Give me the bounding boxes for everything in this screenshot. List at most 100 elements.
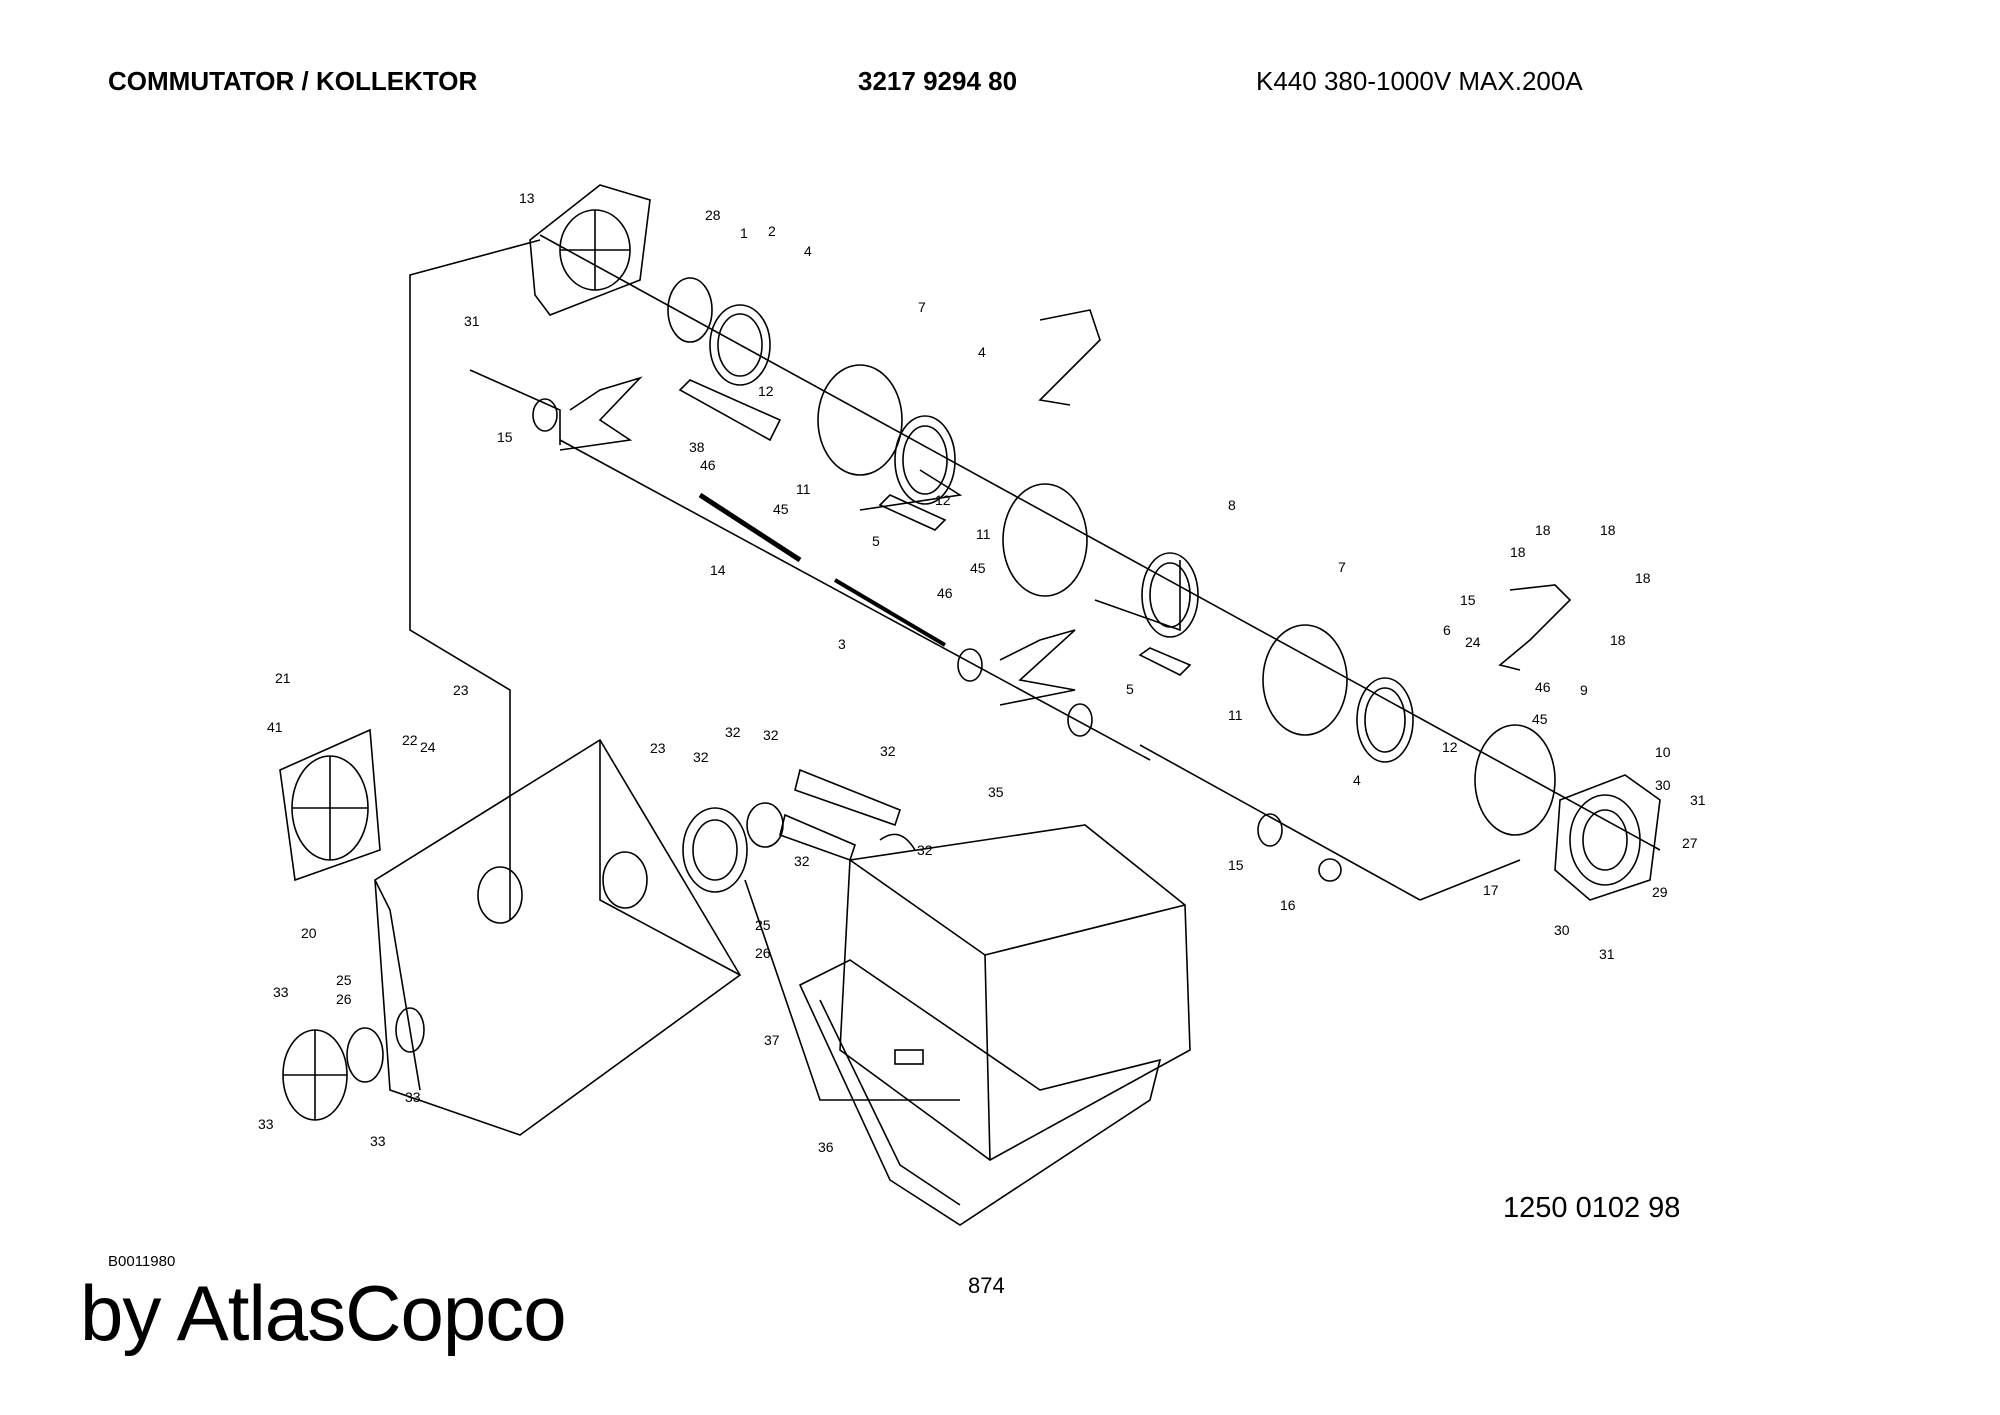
part-callout-11: 11: [976, 526, 991, 542]
bracket-38: [678, 379, 782, 442]
part-callout-4: 4: [1353, 772, 1361, 788]
part-callout-28: 28: [705, 207, 721, 223]
part-callout-30: 30: [1554, 922, 1570, 938]
disc-7a: [817, 364, 903, 476]
drawing-code: B0011980: [108, 1253, 176, 1270]
part-callout-5: 5: [872, 533, 880, 549]
ring-4b: [1356, 677, 1414, 763]
hub-15c: [1067, 703, 1093, 737]
part-callout-33: 33: [258, 1116, 274, 1132]
bridge-link-line: [1094, 560, 1181, 632]
part-callout-38: 38: [689, 439, 705, 455]
part-callout-25: 25: [755, 917, 771, 933]
part-callout-30: 30: [1655, 777, 1671, 793]
gasket-33: [346, 1027, 384, 1083]
part-callout-46: 46: [1535, 679, 1551, 695]
hub-15a: [532, 398, 558, 432]
clip-32: [879, 833, 916, 851]
hub-15b: [957, 648, 983, 682]
part-callout-15: 15: [1228, 857, 1244, 873]
part-callout-17: 17: [1483, 882, 1499, 898]
part-callout-45: 45: [1532, 711, 1548, 727]
part-callout-45: 45: [773, 501, 789, 517]
brand-logo-text: by AtlasCopco: [80, 1269, 567, 1357]
part-callout-26: 26: [336, 991, 352, 1007]
part-callout-3: 3: [838, 636, 846, 652]
tray-36: [798, 959, 1162, 1226]
ring-4: [894, 415, 956, 505]
brush-holder-right: [1498, 584, 1572, 671]
housing-box: [374, 738, 742, 1136]
part-callout-32: 32: [917, 842, 933, 858]
brush-holder-left: [559, 376, 643, 451]
part-callout-11: 11: [1228, 707, 1243, 723]
cone-32a: [794, 768, 901, 827]
part-callout-8: 8: [1228, 497, 1236, 513]
part-callout-12: 12: [935, 492, 951, 508]
part-callout-9: 9: [1580, 682, 1588, 698]
part-callout-18: 18: [1610, 632, 1626, 648]
part-callout-18: 18: [1510, 544, 1526, 560]
part-callout-6: 6: [1443, 622, 1451, 638]
part-callout-33: 33: [405, 1089, 421, 1105]
part-callout-15: 15: [1460, 592, 1476, 608]
part-callout-33: 33: [273, 984, 289, 1000]
part-callout-12: 12: [758, 383, 774, 399]
endcap-link-line: [1419, 859, 1521, 901]
bearing-hub-1: [667, 277, 713, 343]
part-callout-36: 36: [818, 1139, 834, 1155]
part-callout-35: 35: [988, 784, 1004, 800]
washer-16: [1318, 858, 1342, 882]
part-callout-23: 23: [453, 682, 469, 698]
part-callout-7: 7: [918, 299, 926, 315]
part-callout-26: 26: [755, 945, 771, 961]
part-callout-45: 45: [970, 560, 986, 576]
part-callout-5: 5: [1126, 681, 1134, 697]
part-callout-2: 2: [768, 223, 776, 239]
brush-holder-mid: [999, 629, 1076, 706]
shaft-3: [833, 578, 947, 647]
model-spec: K440 380-1000V MAX.200A: [1256, 66, 1583, 96]
cover-link-line: [744, 879, 960, 1101]
part-callout-33: 33: [370, 1133, 386, 1149]
part-callout-23: 23: [650, 740, 666, 756]
part-callout-4: 4: [804, 243, 812, 259]
ring-8: [1141, 552, 1199, 638]
housing-ring-32: [682, 807, 748, 893]
part-callout-1: 1: [740, 225, 748, 241]
part-callout-32: 32: [693, 749, 709, 765]
cone-32b: [779, 813, 856, 862]
end-plate-13: [529, 184, 651, 316]
part-callout-10: 10: [1655, 744, 1671, 760]
document-number: 1250 0102 98: [1503, 1192, 1681, 1224]
brush-holder-top: [1038, 309, 1101, 406]
part-callout-46: 46: [700, 457, 716, 473]
part-callout-20: 20: [301, 925, 317, 941]
main-axis-line: [539, 234, 1661, 851]
part-callout-31: 31: [1599, 946, 1615, 962]
part-callout-31: 31: [1690, 792, 1706, 808]
part-callout-15: 15: [497, 429, 513, 445]
bracket-5a: [878, 494, 947, 531]
end-flange-10: [1554, 774, 1661, 901]
part-callout-18: 18: [1635, 570, 1651, 586]
part-callout-29: 29: [1652, 884, 1668, 900]
brush-link-line: [469, 369, 561, 445]
bracket-5b: [1138, 647, 1192, 676]
holder-link-line: [859, 469, 963, 511]
cover-box-35: [839, 824, 1191, 1161]
hub-15d: [1257, 813, 1283, 847]
part-callout-18: 18: [1535, 522, 1551, 538]
part-callout-4: 4: [978, 344, 986, 360]
drawing-lines: [279, 184, 1661, 1226]
part-callout-27: 27: [1682, 835, 1698, 851]
lower-axis-line: [559, 439, 1151, 761]
part-callout-16: 16: [1280, 897, 1296, 913]
part-callout-18: 18: [1600, 522, 1616, 538]
part-callout-41: 41: [267, 719, 283, 735]
part-callout-24: 24: [420, 739, 436, 755]
part-callout-24: 24: [1465, 634, 1481, 650]
part-callout-37: 37: [764, 1032, 780, 1048]
